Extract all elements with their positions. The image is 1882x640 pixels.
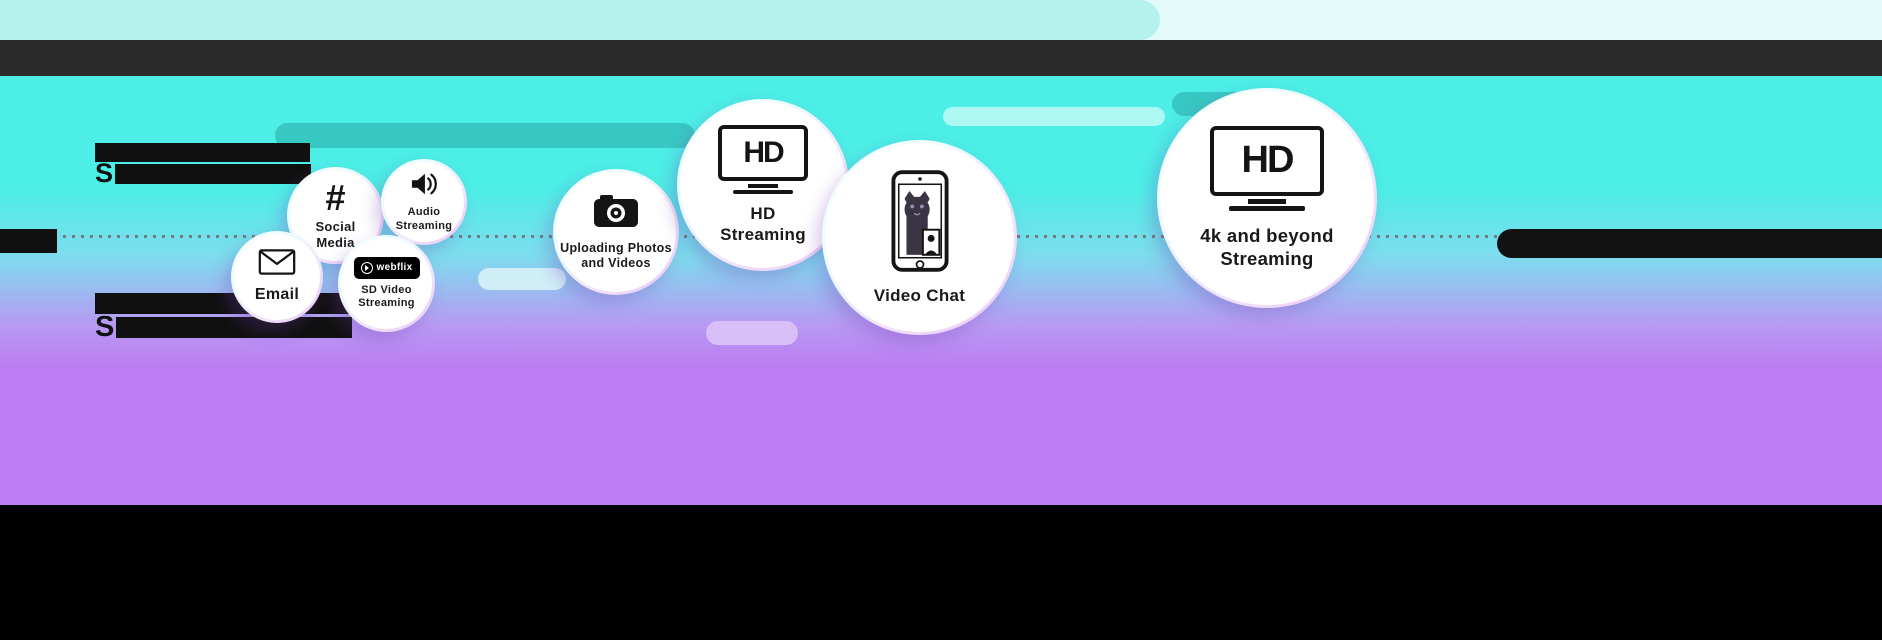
bottom-bar xyxy=(0,505,1882,640)
redacted-bar xyxy=(116,317,353,338)
hashtag-icon: # xyxy=(325,177,346,219)
top-strip-pill xyxy=(0,0,1160,40)
redacted-heading-1-line-1 xyxy=(95,143,310,162)
bubble-uploading-photos-videos: Uploading Photos and Videos xyxy=(553,169,679,295)
envelope-icon xyxy=(258,249,296,280)
redacted-bar xyxy=(115,163,312,184)
tv-hd-icon: HD xyxy=(718,124,808,194)
bubble-label: HD Streaming xyxy=(720,203,806,244)
bubble-audio-streaming: Audio Streaming xyxy=(381,159,467,245)
redacted-edge-bar-left xyxy=(0,229,57,253)
heading-1-prefix: S xyxy=(95,158,114,188)
bubble-label: Uploading Photos and Videos xyxy=(560,240,672,270)
redacted-edge-pill-right xyxy=(1497,229,1882,258)
bubble-label: Email xyxy=(254,286,300,304)
bubble-hd-streaming: HD HD Streaming xyxy=(677,99,849,271)
speaker-icon xyxy=(409,171,439,202)
decor-pill-lavender xyxy=(706,321,798,345)
webflix-badge-text: webflix xyxy=(376,262,413,274)
header-bar xyxy=(0,40,1882,76)
top-strip xyxy=(0,0,1882,40)
tv-screen-label: HD xyxy=(1241,139,1295,182)
decor-pill-teal xyxy=(275,123,695,148)
bubble-video-chat: Video Chat xyxy=(822,140,1017,335)
bubble-4k-streaming: HD 4k and beyond Streaming xyxy=(1157,88,1377,308)
bubble-email: Email xyxy=(231,231,323,323)
heading-2-prefix: S xyxy=(95,311,115,343)
webflix-badge-icon: webflix xyxy=(353,256,420,279)
camera-icon xyxy=(593,193,639,234)
play-icon xyxy=(360,261,373,274)
decor-pill-light-blue xyxy=(478,268,566,290)
bubble-label: Social Media xyxy=(315,219,356,250)
bubble-label: Video Chat xyxy=(873,285,966,305)
redacted-heading-1-line-2: S xyxy=(95,158,312,188)
phone-video-chat-icon xyxy=(890,169,949,278)
tv-screen-label: HD xyxy=(743,135,784,169)
tv-stand xyxy=(1210,198,1324,211)
tv-hd-icon: HD xyxy=(1210,125,1324,211)
redacted-heading-2-line-2: S xyxy=(95,311,353,343)
bubble-label: Audio Streaming xyxy=(395,206,453,232)
tv-stand xyxy=(718,183,808,194)
bubble-label: SD Video Streaming xyxy=(358,283,415,309)
bubble-sd-video-streaming: webflix SD Video Streaming xyxy=(338,235,435,332)
decor-pill-light-cyan xyxy=(943,107,1165,126)
bubble-label: 4k and beyond Streaming xyxy=(1200,224,1334,269)
